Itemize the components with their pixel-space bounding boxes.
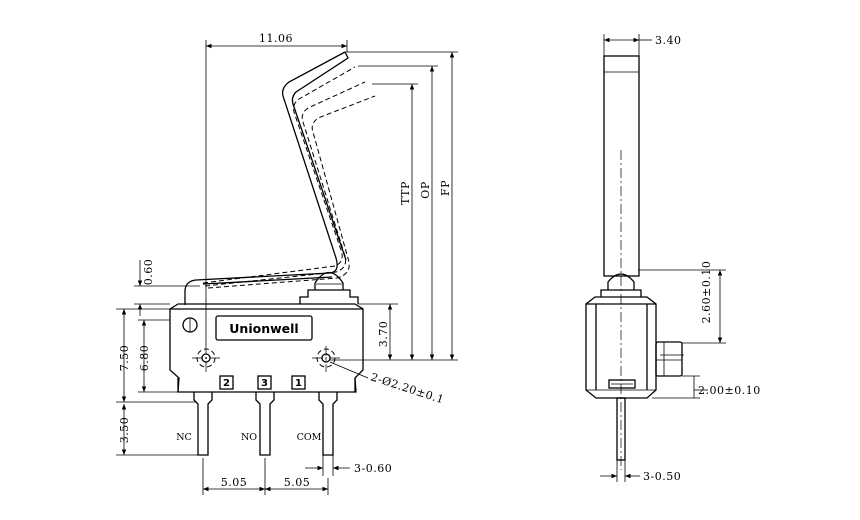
terminal-number-com: 1	[295, 378, 302, 389]
dim-pitch-right-text: 5.05	[284, 476, 311, 489]
dim-pin-width: 3-0.60	[305, 455, 392, 476]
dim-op-text: OP	[419, 181, 432, 199]
dim-750-text: 7.50	[118, 345, 131, 372]
dim-side-200: 2.00±0.10	[652, 375, 761, 399]
dim-680-text: 6.80	[138, 345, 151, 372]
side-lever	[603, 55, 640, 277]
dim-pitch-left-text: 5.05	[221, 476, 248, 489]
front-view: Unionwell 2 3 1 NC NO	[116, 32, 458, 495]
dim-side-lever-width: 3.40	[603, 34, 682, 56]
brand-text: Unionwell	[229, 321, 298, 336]
dim-side-lever-width-text: 3.40	[655, 34, 682, 47]
terminal-label-com: COM	[297, 432, 322, 443]
dim-350-text: 3.50	[118, 417, 131, 444]
dim-travel-heights: TTP OP FP	[330, 51, 458, 361]
dim-fp-text: FP	[439, 180, 452, 196]
side-body	[585, 150, 684, 470]
dim-pin-pitch: 5.05 5.05	[202, 458, 329, 495]
dim-pin-width-text: 3-0.60	[354, 462, 392, 475]
dim-060: 0.60	[134, 259, 200, 316]
terminal-number-no: 3	[261, 378, 268, 389]
dim-holes: 2-Ø2.20±0.1	[329, 361, 446, 406]
dim-370: 3.70	[358, 303, 398, 360]
dim-side-260: 2.60±0.10	[638, 261, 726, 344]
terminal-pins: NC NO COM	[176, 392, 338, 456]
mounting-holes	[192, 344, 340, 372]
dim-side-200-text: 2.00±0.10	[698, 384, 761, 397]
terminal-number-nc: 2	[223, 378, 230, 389]
dim-holes-text: 2-Ø2.20±0.1	[369, 370, 446, 406]
dim-350: 3.50	[116, 404, 198, 456]
lever-operated-positions	[202, 66, 376, 289]
lever-arm	[184, 51, 349, 305]
terminal-label-no: NO	[241, 432, 257, 443]
dim-width-text: 11.06	[259, 32, 293, 45]
brand-label: Unionwell	[215, 315, 313, 341]
side-view: 3.40 2.60±0.10 2.00±0.10 3-0.50	[585, 34, 761, 483]
dim-side-pin: 3-0.50	[600, 460, 681, 483]
dim-ttp-text: TTP	[399, 181, 412, 205]
dim-side-pin-text: 3-0.50	[643, 470, 681, 483]
dim-width: 11.06	[205, 32, 348, 345]
terminal-label-nc: NC	[176, 432, 192, 443]
terminal-numbers: 2 3 1	[219, 375, 306, 390]
dim-370-text: 3.70	[377, 321, 390, 348]
dim-body-heights: 7.50 6.80	[116, 308, 196, 403]
dim-060-text: 0.60	[142, 259, 155, 286]
dim-side-260-text: 2.60±0.10	[700, 261, 713, 324]
